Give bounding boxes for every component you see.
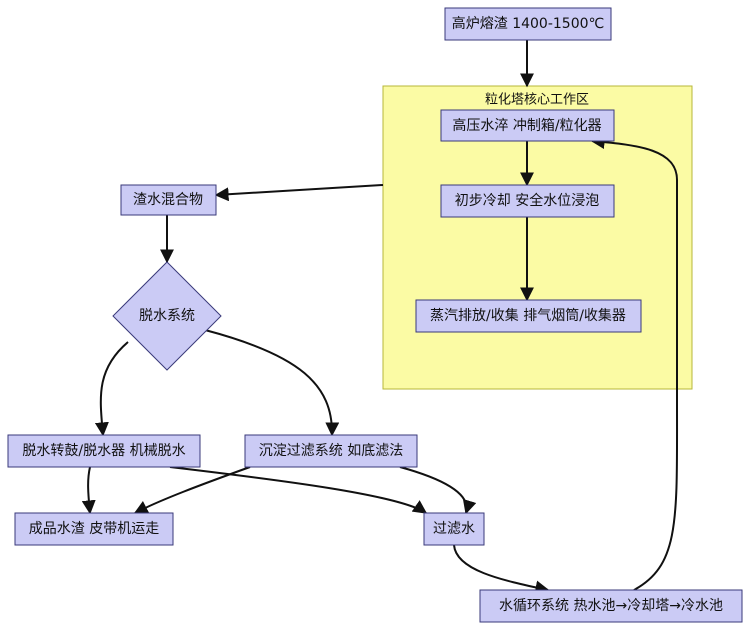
node-product: 成品水渣 皮带机运走 — [14, 512, 174, 546]
node-circulation-label: 水循环系统 热水池→冷却塔→冷水池 — [499, 598, 723, 614]
cluster-label: 粒化塔核心工作区 — [485, 93, 589, 108]
edge-filtered-water-to-circulation — [453, 544, 550, 595]
node-cooling: 初步冷却 安全水位浸泡 — [440, 184, 615, 218]
node-filtered-water: 过滤水 — [423, 512, 485, 546]
node-mixture-label: 渣水混合物 — [133, 192, 203, 208]
edge-settle-to-product — [133, 466, 251, 514]
edge-cluster-to-mixture — [214, 184, 384, 202]
node-granulator: 高压水淬 冲制箱/粒化器 — [440, 109, 615, 142]
node-drum: 脱水转鼓/脱水器 机械脱水 — [7, 434, 201, 468]
edge-dewater-to-drum — [94, 341, 129, 437]
node-steam: 蒸汽排放/收集 排气烟筒/收集器 — [415, 299, 642, 333]
edge-circulation-to-granulator — [590, 135, 679, 591]
node-dewater-label: 脱水系统 — [139, 308, 195, 324]
node-filtered-water-label: 过滤水 — [433, 521, 475, 537]
node-slag-input: 高炉熔渣 1400-1500℃ — [444, 7, 612, 41]
node-slag-input-label: 高炉熔渣 1400-1500℃ — [452, 15, 604, 32]
node-product-label: 成品水渣 皮带机运走 — [29, 521, 159, 537]
edges — [81, 40, 679, 595]
node-dewater: 脱水系统 — [112, 261, 222, 371]
edge-drum-to-product — [81, 466, 96, 515]
node-granulator-label: 高压水淬 冲制箱/粒化器 — [452, 117, 601, 134]
node-settle-label: 沉淀过滤系统 如底滤法 — [259, 443, 403, 459]
node-settle: 沉淀过滤系统 如底滤法 — [244, 434, 418, 468]
node-circulation: 水循环系统 热水池→冷却塔→冷水池 — [479, 589, 743, 623]
edge-drum-to-filtered-water — [169, 466, 428, 514]
node-cooling-label: 初步冷却 安全水位浸泡 — [455, 192, 599, 209]
node-mixture: 渣水混合物 — [120, 184, 217, 216]
node-drum-label: 脱水转鼓/脱水器 机械脱水 — [22, 443, 185, 459]
nodes: 高炉熔渣 1400-1500℃ 高压水淬 冲制箱/粒化器 初步冷却 安全水位浸泡… — [7, 7, 743, 623]
edge-dewater-to-settle — [204, 329, 340, 437]
node-steam-label: 蒸汽排放/收集 排气烟筒/收集器 — [430, 307, 626, 324]
edge-settle-to-filtered-water — [399, 466, 477, 515]
